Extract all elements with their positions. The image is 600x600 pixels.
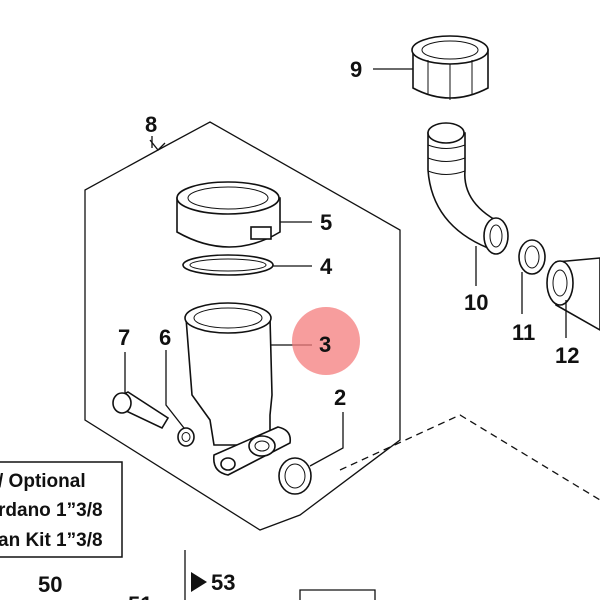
arrow-53-icon: [191, 572, 207, 592]
callout-4[interactable]: 4: [320, 254, 333, 279]
callout-53[interactable]: 53: [211, 570, 235, 595]
part-10-elbow[interactable]: [427, 122, 509, 255]
part-12-connector[interactable]: [546, 257, 600, 331]
leader-2: [309, 412, 344, 467]
part-5-cap[interactable]: [176, 181, 281, 248]
box-line-2: rdano 1”3/8: [0, 500, 103, 521]
callout-9[interactable]: 9: [350, 57, 362, 82]
callout-6[interactable]: 6: [159, 325, 171, 350]
assembly-outline-notch: [149, 139, 166, 151]
callout-3[interactable]: 3: [319, 332, 331, 357]
part-2-oring[interactable]: [278, 457, 312, 495]
leader-6: [165, 350, 185, 429]
part-9-nut[interactable]: [411, 35, 489, 100]
part-4-oring[interactable]: [182, 254, 274, 276]
callout-7[interactable]: 7: [118, 325, 130, 350]
dashed-connection-line: [339, 414, 600, 501]
part-11-oring[interactable]: [518, 239, 546, 275]
callout-2[interactable]: 2: [334, 385, 346, 410]
callout-10[interactable]: 10: [464, 290, 488, 315]
callout-8[interactable]: 8: [145, 112, 157, 137]
box-line-1: / Optional: [0, 471, 86, 492]
callout-12[interactable]: 12: [555, 343, 579, 368]
callout-11[interactable]: 11: [512, 320, 535, 345]
part-6-washer[interactable]: [177, 427, 195, 447]
part-3-strainer-bowl[interactable]: [184, 302, 273, 446]
part-bowl-base-fitting[interactable]: [212, 426, 292, 476]
part-7-bolt[interactable]: [112, 391, 170, 430]
callout-5[interactable]: 5: [320, 210, 332, 235]
box-line-3: an Kit 1”3/8: [0, 530, 103, 551]
callout-50[interactable]: 50: [38, 572, 62, 597]
assembly-outline: [84, 121, 401, 531]
optional-kit-box: [0, 461, 123, 558]
bottom-box-edge: [299, 589, 376, 600]
highlight-circle: [292, 307, 360, 375]
callout-51[interactable]: 51: [128, 592, 152, 600]
